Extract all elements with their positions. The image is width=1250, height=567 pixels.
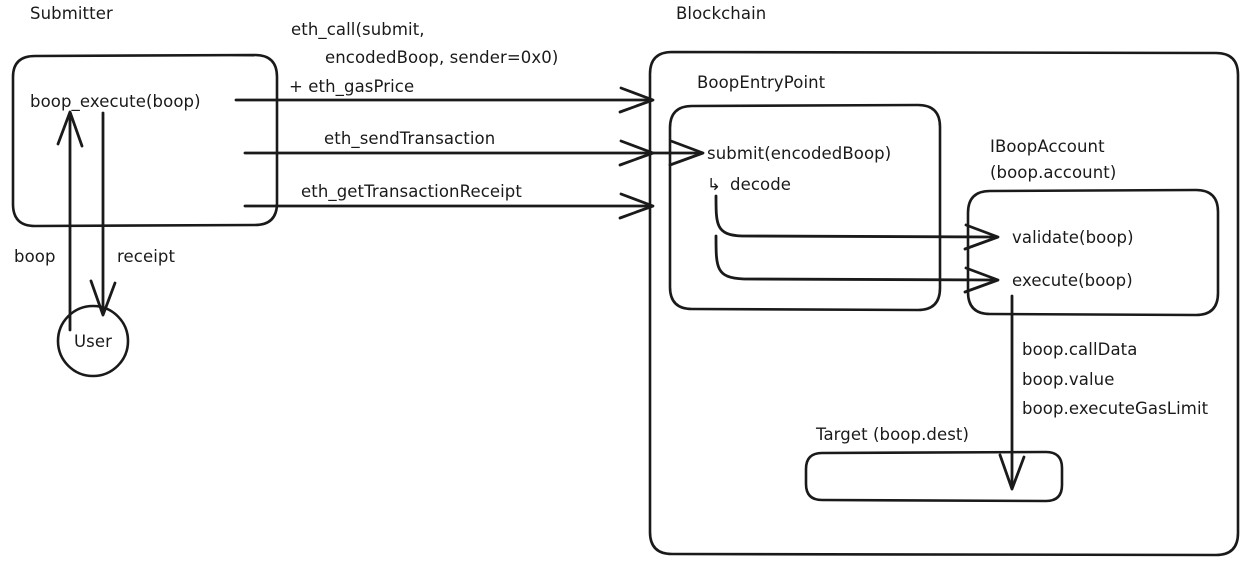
iboop-account-label-line1: IBoopAccount [990,137,1105,156]
group-submitter: Submitter boop_execute(boop) [11,4,279,228]
group-iboop-account: IBoopAccount (boop.account) validate(boo… [966,137,1220,317]
edge-eth-get-transaction-receipt-arrowhead [618,192,655,220]
edge-label-call-params-1: boop.callData [1022,340,1137,359]
submit-label: submit(encodedBoop) [707,144,891,163]
group-target: Target (boop.dest) [804,425,1064,503]
group-execute-to-target: boop.callData boop.value boop.executeGas… [998,294,1209,491]
boop-execute-label: boop_execute(boop) [30,92,201,112]
edge-boop-arrowhead [56,110,84,148]
execute-label: execute(boop) [1012,271,1133,290]
edge-label-eth-call-1: eth_call(submit, [291,20,425,40]
edge-execute-arrowhead [963,266,1000,294]
edge-submit-entry-arrowhead [668,139,705,167]
edge-validate-curve [714,194,997,239]
edge-eth-call-arrowhead [618,86,655,114]
edge-receipt-arrowhead [89,279,117,317]
iboop-account-box [966,188,1220,317]
edge-label-eth-call-3: + eth_gasPrice [289,77,414,97]
submitter-label: Submitter [30,4,113,23]
edge-label-call-params-3: boop.executeGasLimit [1022,399,1209,418]
edge-label-eth-get-transaction-receipt: eth_getTransactionReceipt [301,182,522,202]
decode-label: decode [730,175,791,194]
blockchain-label: Blockchain [676,4,766,23]
boop-entry-point-label: BoopEntryPoint [697,73,826,92]
decode-corner-arrow-icon: ↳ [707,175,721,194]
edge-label-eth-call-2: encodedBoop, sender=0x0) [325,48,558,67]
edge-validate-arrowhead [963,223,1000,251]
edge-label-eth-send-transaction: eth_sendTransaction [324,129,495,149]
blockchain-box [648,50,1240,557]
submitter-box [11,53,279,228]
edge-label-boop: boop [14,247,56,266]
edge-execute-curve [714,234,997,282]
user-circle [56,304,130,378]
boop-entry-point-box [668,103,942,312]
iboop-account-label-line2: (boop.account) [990,163,1116,182]
group-rpc-edges: eth_call(submit, encodedBoop, sender=0x0… [234,20,655,220]
group-blockchain: Blockchain [648,4,1240,557]
edge-execute-target-arrowhead [998,453,1026,491]
validate-label: validate(boop) [1012,228,1134,247]
target-label: Target (boop.dest) [815,425,969,444]
group-boop-entry-point: BoopEntryPoint submit(encodedBoop) ↳ dec… [650,73,1000,312]
target-box [804,450,1064,503]
edge-label-call-params-2: boop.value [1022,370,1114,389]
group-user: boop receipt User [14,110,175,378]
user-label: User [74,332,112,351]
edge-label-receipt: receipt [117,247,175,266]
